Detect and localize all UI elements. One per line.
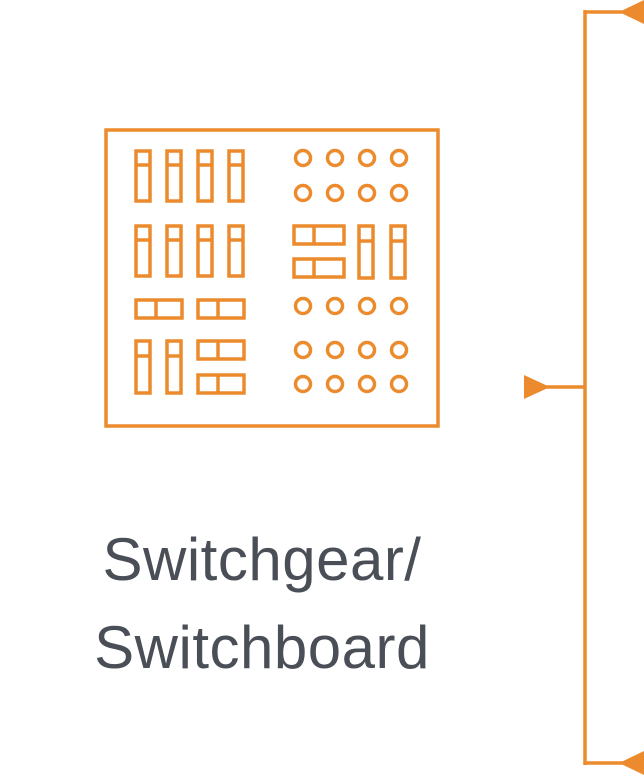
breaker-row-1	[134, 149, 245, 203]
breaker-row-4	[134, 339, 246, 395]
switchgear-panel-icon	[104, 128, 440, 428]
arrowhead-top-icon	[619, 0, 644, 24]
indicator-lights-top	[293, 148, 409, 203]
breaker-block-right	[292, 224, 407, 280]
arrowhead-middle-icon	[524, 375, 550, 399]
indicator-lights-middle	[293, 296, 409, 316]
breaker-row-3	[134, 298, 246, 320]
panel-frame	[104, 128, 440, 428]
label-line-2: Switchboard	[94, 614, 430, 681]
breaker-row-2	[134, 224, 245, 278]
arrowhead-bottom-icon	[619, 751, 644, 775]
label-line-1: Switchgear/	[102, 526, 422, 593]
connector-bus	[540, 10, 644, 765]
indicator-lights-bottom	[293, 340, 409, 394]
